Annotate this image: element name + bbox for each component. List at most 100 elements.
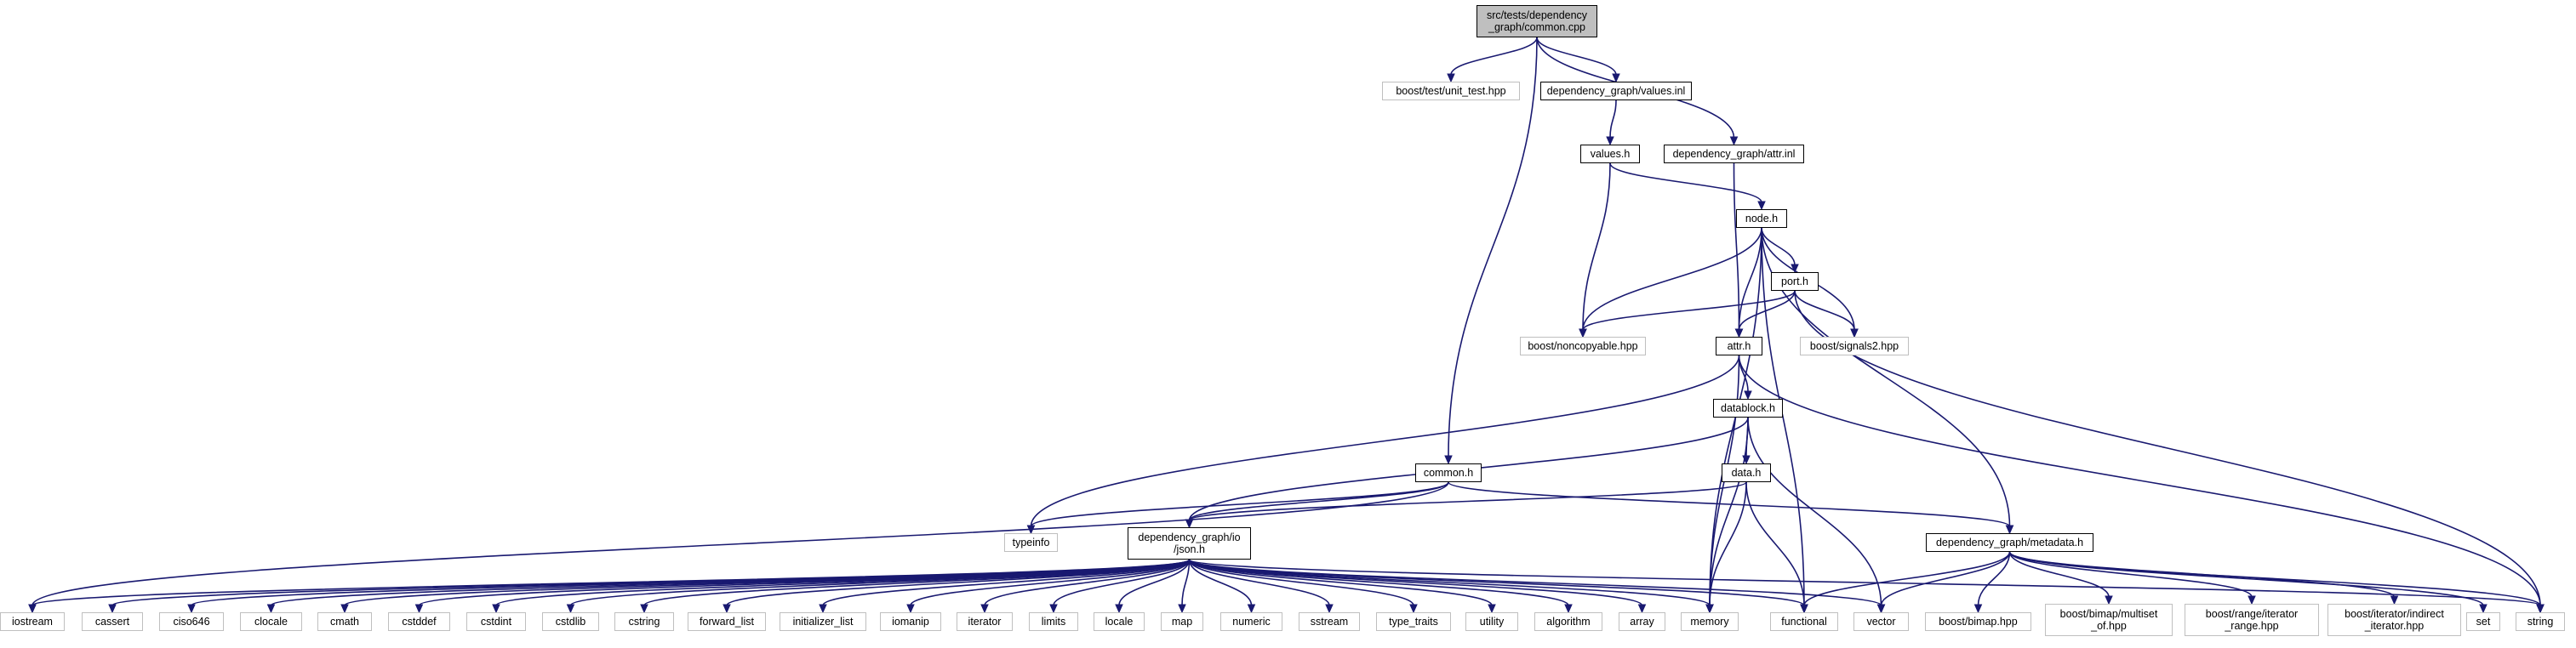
edge-json_h-to-initializer_list [822,559,1191,606]
node-metadata-h[interactable]: dependency_graph/metadata.h [1926,533,2093,552]
arrowhead-json_h-to-iterator [980,604,989,614]
edge-json_h-to-numeric [1188,559,1253,606]
edge-common_h-to-typeinfo [1030,481,1449,527]
node-port-h[interactable]: port.h [1771,272,1819,291]
node-initializer-list: initializer_list [780,612,866,631]
edge-datablock_h-to-memory [1709,417,1749,606]
node-common-cpp[interactable]: src/tests/dependency _graph/common.cpp [1476,5,1597,37]
arrowhead-json_h-to-numeric [1247,604,1256,614]
arrowhead-json_h-to-map [1178,604,1186,614]
node-limits: limits [1029,612,1078,631]
edge-json_h-to-type_traits [1188,559,1414,606]
edge-json_h-to-vector [1188,559,1882,606]
edge-node_h-to-attr_h [1738,227,1762,331]
node-attr-h[interactable]: attr.h [1716,337,1762,355]
arrowhead-common_h-to-metadata_h [2005,525,2014,535]
node-json-h[interactable]: dependency_graph/io /json.h [1128,527,1251,560]
edge-values_inl-to-values_h [1609,99,1617,139]
arrowhead-common_cpp-to-values_inl [1612,73,1620,83]
arrowhead-metadata_h-to-indirect_iterator [2390,595,2399,605]
arrowhead-common_cpp-to-attr_inl [1729,136,1739,146]
arrowhead-json_h-to-type_traits [1409,604,1418,614]
edge-metadata_h-to-string [2008,551,2541,606]
arrowhead-json_h-to-initializer_list [819,604,827,614]
node-cmath: cmath [317,612,372,631]
edge-port_h-to-signals2 [1794,290,1855,331]
edge-json_h-to-ciso646 [191,559,1191,606]
node-clocale: clocale [240,612,302,631]
arrowhead-metadata_h-to-iterator_range [2248,595,2256,605]
edge-json_h-to-cstddef [418,559,1191,606]
arrowhead-json_h-to-algorithm [1564,604,1573,614]
node-attr-inl[interactable]: dependency_graph/attr.inl [1664,145,1804,163]
arrowhead-common_cpp-to-unit_test [1447,73,1455,83]
edge-node_h-to-functional [1761,227,1805,606]
arrowhead-values_h-to-node_h [1757,201,1766,211]
edge-datablock_h-to-vector [1747,417,1882,606]
arrowhead-metadata_h-to-functional [1800,604,1808,614]
edge-json_h-to-cmath [344,559,1191,606]
arrowhead-json_h-to-utility [1488,604,1496,614]
arrowhead-attr_h-to-datablock_h [1744,390,1752,401]
edge-json_h-to-locale [1118,559,1191,606]
arrowhead-json_h-to-iomanip [906,604,915,614]
node-data-h[interactable]: data.h [1722,463,1771,482]
edge-data_h-to-json_h [1188,481,1747,521]
node-node-h[interactable]: node.h [1736,209,1787,228]
arrowhead-json_h-to-cstdlib [566,604,575,614]
edge-common_h-to-json_h [1188,481,1449,521]
node-signals2-hpp: boost/signals2.hpp [1800,337,1909,355]
node-cassert: cassert [82,612,143,631]
arrowhead-metadata_h-to-bimap [1973,604,1983,614]
node-utility: utility [1465,612,1518,631]
edge-port_h-to-noncopyable [1582,290,1796,331]
edge-json_h-to-iomanip [910,559,1191,606]
arrowhead-json_h-to-cstdint [492,604,500,614]
node-vector: vector [1853,612,1909,631]
edge-data_h-to-memory [1709,481,1747,606]
arrowhead-values_inl-to-values_h [1606,136,1614,146]
arrowhead-json_h-to-clocale [266,604,276,614]
arrowhead-json_h-to-ciso646 [187,604,196,614]
arrowhead-port_h-to-signals2 [1850,328,1859,338]
edge-json_h-to-memory [1188,559,1711,606]
arrowhead-json_h-to-cstddef [414,604,424,614]
node-values-inl[interactable]: dependency_graph/values.inl [1540,82,1692,100]
node-type-traits: type_traits [1376,612,1451,631]
edge-json_h-to-algorithm [1188,559,1569,606]
arrowhead-port_h-to-noncopyable [1579,328,1587,338]
edge-attr_h-to-string [1738,355,2541,606]
edge-values_h-to-node_h [1609,162,1762,203]
edge-common_cpp-to-common_h [1448,37,1538,458]
edge-json_h-to-limits [1053,559,1191,606]
edge-values_h-to-noncopyable [1582,162,1611,331]
node-datablock-h[interactable]: datablock.h [1713,399,1783,418]
node-forward-list: forward_list [688,612,766,631]
arrowhead-json_h-to-limits [1049,604,1058,614]
node-common-h[interactable]: common.h [1415,463,1482,482]
node-cstdlib: cstdlib [542,612,599,631]
node-map: map [1161,612,1203,631]
node-functional: functional [1770,612,1838,631]
arrowhead-common_cpp-to-common_h [1444,455,1453,465]
arrowhead-metadata_h-to-set [2479,604,2487,614]
edge-metadata_h-to-bimap [1977,551,2011,606]
node-string: string [2516,612,2565,631]
edge-metadata_h-to-set [2008,551,2484,606]
arrowhead-json_h-to-array [1637,604,1647,614]
edge-port_h-to-attr_h [1738,290,1796,331]
edge-metadata_h-to-vector [1880,551,2011,606]
node-values-h[interactable]: values.h [1580,145,1640,163]
node-unit-test-hpp: boost/test/unit_test.hpp [1382,82,1520,100]
edge-json_h-to-sstream [1188,559,1330,606]
arrowhead-common_h-to-json_h [1185,519,1194,529]
node-iterator: iterator [957,612,1013,631]
edge-common_cpp-to-values_inl [1536,37,1617,76]
node-cstring: cstring [614,612,674,631]
arrowhead-json_h-to-locale [1115,604,1123,614]
edge-metadata_h-to-multiset_of [2008,551,2110,598]
node-array: array [1619,612,1665,631]
node-cstddef: cstddef [388,612,450,631]
